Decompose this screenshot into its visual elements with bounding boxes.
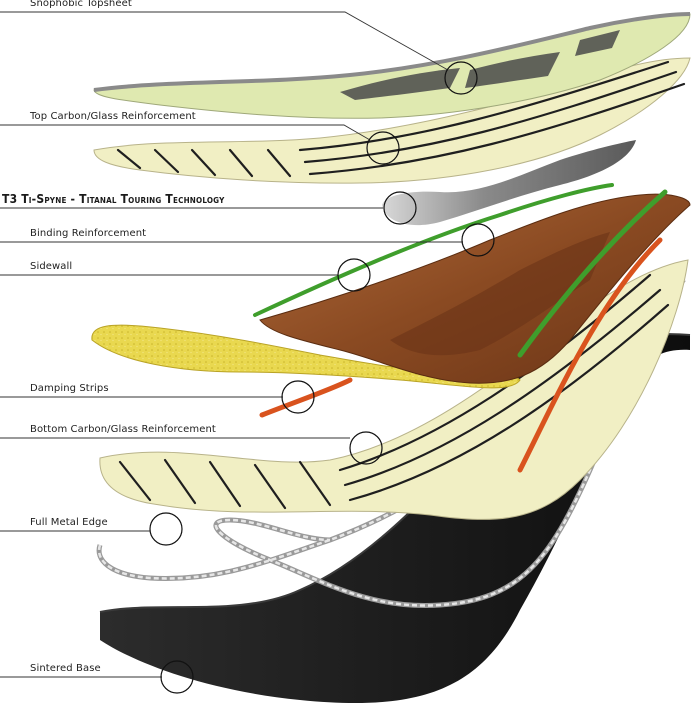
label-base: Sintered Base	[30, 663, 101, 674]
callout-circle-base	[160, 660, 194, 694]
label-top-reinforcement: Top Carbon/Glass Reinforcement	[30, 111, 196, 122]
top-reinforcement-layer	[93, 57, 691, 184]
callout-circle-t3	[383, 191, 417, 225]
wood-core-layer	[259, 193, 691, 384]
topsheet-layer	[93, 12, 691, 119]
label-topsheet: Snophobic Topsheet	[30, 0, 132, 9]
callout-circle-sidewall	[337, 258, 371, 292]
titanal-layer	[382, 140, 636, 226]
callout-circle-edge	[149, 512, 183, 546]
callout-circle-binding-reinforcement	[461, 223, 495, 257]
binding-reinforcement-layer	[253, 183, 668, 358]
label-t3: T3 Ti-Spyne - Titanal Touring Technology	[2, 192, 225, 206]
leader-top-reinforcement	[0, 124, 371, 141]
callout-circle-bottom-reinforcement	[349, 431, 383, 465]
label-edge: Full Metal Edge	[30, 517, 108, 528]
label-binding-reinforcement: Binding Reinforcement	[30, 228, 147, 239]
leader-topsheet	[0, 11, 449, 71]
label-damping: Damping Strips	[30, 383, 109, 394]
callout-circle-topsheet	[444, 61, 478, 95]
damping-strips-layer	[259, 237, 663, 473]
leaders	[0, 11, 495, 694]
label-bottom-reinforcement: Bottom Carbon/Glass Reinforcement	[30, 424, 216, 435]
label-sidewall: Sidewall	[30, 261, 73, 272]
callout-circle-top-reinforcement	[366, 131, 400, 165]
callout-circle-damping	[281, 380, 315, 414]
